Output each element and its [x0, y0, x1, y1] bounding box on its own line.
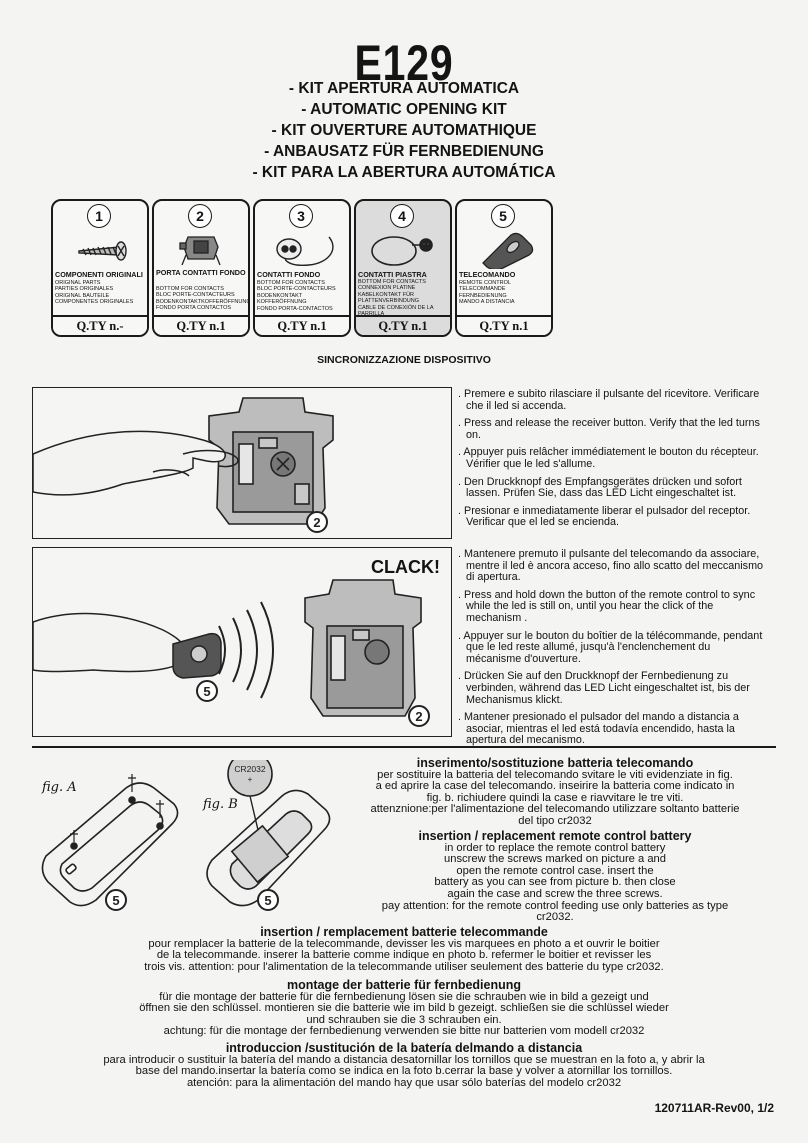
fig-a-label: fig. A — [42, 780, 77, 795]
coin-battery-label: CR2032 — [234, 764, 265, 774]
part-quantity: Q.TY n.1 — [457, 315, 551, 335]
battery-de-line: öffnen sie den schlüssel. montieren sie … — [139, 1002, 669, 1015]
part-description: BOTTOM FOR CONTACTS BLOC PORTE-CONTACTEU… — [156, 286, 250, 312]
coin-battery-plus: + — [248, 775, 253, 784]
battery-it-line: a ed aprire la case del telecomando. ins… — [375, 780, 735, 793]
battery-es-title: introduccion /sustitución de la batería … — [225, 1041, 583, 1055]
subtitle-en: - AUTOMATIC OPENING KIT — [301, 101, 507, 118]
instruction-it: . Premere e subito rilasciare il pulsant… — [458, 388, 760, 412]
part-quantity: Q.TY n.1 — [356, 315, 450, 335]
part-description: BOTTOM FOR CONTACTS BLOC PORTE-CONTACTEU… — [257, 280, 336, 312]
document-revision-code: 120711AR-Rev00, 1/2 — [654, 1101, 774, 1115]
fig-a-marker: 5 — [112, 893, 119, 908]
battery-de: montage der batterie für fernbedienung f… — [24, 978, 784, 1038]
battery-fr-line: pour remplacer la batterie de la telecom… — [148, 937, 660, 950]
battery-it-line: per sostituire la batteria del telecoman… — [377, 768, 733, 781]
section-divider — [32, 746, 776, 748]
part-number: 3 — [289, 204, 313, 228]
battery-it-line: attenznione:per l'alimentazione del tele… — [370, 803, 740, 816]
screw-icon — [78, 241, 127, 261]
instruction-fr: . Appuyer sur le bouton du boîtier de la… — [458, 629, 763, 665]
battery-fr-line: trois vis. attention: pour l'alimentatio… — [144, 960, 664, 973]
battery-es-line: atención: para la alimentación del mando… — [186, 1076, 622, 1089]
battery-es: introduccion /sustitución de la batería … — [24, 1041, 784, 1089]
part-number: 1 — [87, 204, 111, 228]
battery-es-line: base del mando.insertar la batería como … — [135, 1065, 673, 1078]
battery-fr-line: de la telecommande. inserer la batterie … — [156, 949, 652, 962]
fig-b-marker: 5 — [264, 893, 271, 908]
remote-marker: 5 — [203, 684, 210, 699]
contact-bottom-icon — [179, 236, 221, 266]
instruction-fr: . Appuyer puis relâcher immédiatement le… — [458, 446, 759, 470]
battery-it-line: fig. b. richiudere quindi la case e riav… — [426, 791, 684, 804]
part-card-4: 4 CONTATTI PIASTRA BOTTOM FOR CONTACTS C… — [354, 199, 452, 337]
part-name: CONTATTI FONDO — [257, 270, 321, 279]
product-code-title: E129 — [354, 35, 454, 91]
battery-en-line: unscrew the screws marked on picture a a… — [444, 853, 666, 866]
part-description: BOTTOM FOR CONTACTS CONNEXION PLATINE KA… — [358, 279, 434, 317]
receiver-press-illustration: 2 — [32, 397, 334, 533]
part-description: REMOTE CONTROL TELECOMMANDE FERNBEDIENUN… — [459, 280, 515, 306]
instruction-de: . Drücken Sie auf den Druckknopf der Fer… — [458, 670, 750, 706]
battery-en: insertion / replacement remote control b… — [330, 829, 780, 924]
battery-figures: 5 5 CR2032 + — [41, 760, 331, 911]
instruction-de: . Den Druckknopf des Empfangsgerätes drü… — [458, 475, 742, 500]
battery-en-line: battery as you can see from picture b. t… — [434, 876, 676, 889]
part-quantity: Q.TY n.- — [53, 315, 147, 335]
part-number: 5 — [491, 204, 515, 228]
part-card-3: 3 CONTATTI FONDO BOTTOM FOR CONTACTS BLO… — [253, 199, 351, 337]
fig-b-label: fig. B — [203, 797, 238, 812]
instruction-it: . Mantenere premuto il pulsante del tele… — [458, 548, 764, 584]
battery-it-line: del tipo cr2032 — [518, 814, 592, 827]
part-number: 2 — [188, 204, 212, 228]
battery-de-line: achtung: für die montage der fernbedienu… — [163, 1025, 645, 1038]
part-quantity: Q.TY n.1 — [154, 315, 248, 335]
plate-contacts-cable-icon — [371, 236, 433, 266]
battery-it: inserimento/sostituzione batteria teleco… — [330, 756, 780, 828]
instruction-en: . Press and hold down the button of the … — [458, 588, 756, 624]
battery-en-line: pay attention: for the remote control fe… — [381, 899, 729, 912]
remote-press-illustration: 5 2 — [32, 579, 430, 727]
battery-es-line: para introducir o sustituir la batería d… — [103, 1053, 705, 1066]
battery-en-line: cr2032. — [536, 911, 574, 924]
part-name: CONTATTI PIASTRA — [358, 270, 427, 279]
receiver-marker: 2 — [313, 515, 320, 530]
battery-en-line: again the case and screw the three screw… — [447, 887, 663, 900]
sync-step1-instructions: . Premere e subito rilasciare il pulsant… — [458, 388, 768, 535]
remote-control-icon — [482, 232, 534, 269]
sync-step1-illustration: 2 — [32, 387, 452, 539]
part-quantity: Q.TY n.1 — [255, 315, 349, 335]
battery-de-title: montage der batterie für fernbedienung — [286, 978, 522, 992]
battery-de-line: und schrauben sie die 3 schrauben ein. — [306, 1013, 502, 1026]
subtitle-fr: - KIT OUVERTURE AUTOMATHIQUE — [271, 122, 537, 139]
battery-en-title: insertion / replacement remote control b… — [418, 829, 692, 843]
part-name: TELECOMANDO — [459, 270, 516, 279]
part-name: PORTA CONTATTI FONDO — [156, 268, 246, 277]
part-number: 4 — [390, 204, 414, 228]
subtitle-de: - ANBAUSATZ FÜR FERNBEDIENUNG — [264, 143, 544, 160]
battery-fr: insertion / remplacement batterie teleco… — [24, 925, 784, 973]
battery-en-line: in order to replace the remote control b… — [444, 841, 666, 854]
sync-step2-illustration: 5 2 CLACK! — [32, 547, 452, 737]
subtitle-it: - KIT APERTURA AUTOMATICA — [288, 80, 520, 97]
part-name: COMPONENTI ORIGINALI — [55, 270, 143, 279]
part-description: ORIGINAL PARTS PARTIES ORIGINALES ORIGIN… — [55, 280, 134, 306]
battery-it-title: inserimento/sostituzione batteria teleco… — [416, 756, 694, 770]
battery-en-line: open the remote control case. insert the — [456, 864, 654, 877]
subtitle-es: - KIT PARA LA ABERTURA AUTOMÁTICA — [252, 164, 556, 181]
clack-label: CLACK! — [371, 557, 440, 577]
bottom-contacts-cable-icon — [276, 236, 334, 267]
instruction-es: . Presionar e inmediatamente liberar el … — [458, 504, 751, 529]
part-card-5: 5 TELECOMANDO REMOTE CONTROL TELECOMMAND… — [455, 199, 553, 337]
battery-de-line: für die montage der batterie für die fer… — [159, 990, 649, 1003]
receiver-marker-2: 2 — [415, 709, 422, 724]
instruction-en: . Press and release the receiver button.… — [458, 417, 760, 441]
instruction-es: . Mantener presionado el pulsador del ma… — [458, 711, 739, 747]
sync-step2-instructions: . Mantenere premuto il pulsante del tele… — [458, 548, 768, 753]
sync-section-title: SINCRONIZZAZIONE DISPOSITIVO — [317, 354, 491, 366]
battery-fr-title: insertion / remplacement batterie teleco… — [260, 925, 548, 939]
part-card-1: 1 COMPONENTI ORIGINALI ORIGINAL PARTS PA… — [51, 199, 149, 337]
part-card-2: 2 PORTA CONTATTI FONDO BOTTOM FOR CONTAC… — [152, 199, 250, 337]
